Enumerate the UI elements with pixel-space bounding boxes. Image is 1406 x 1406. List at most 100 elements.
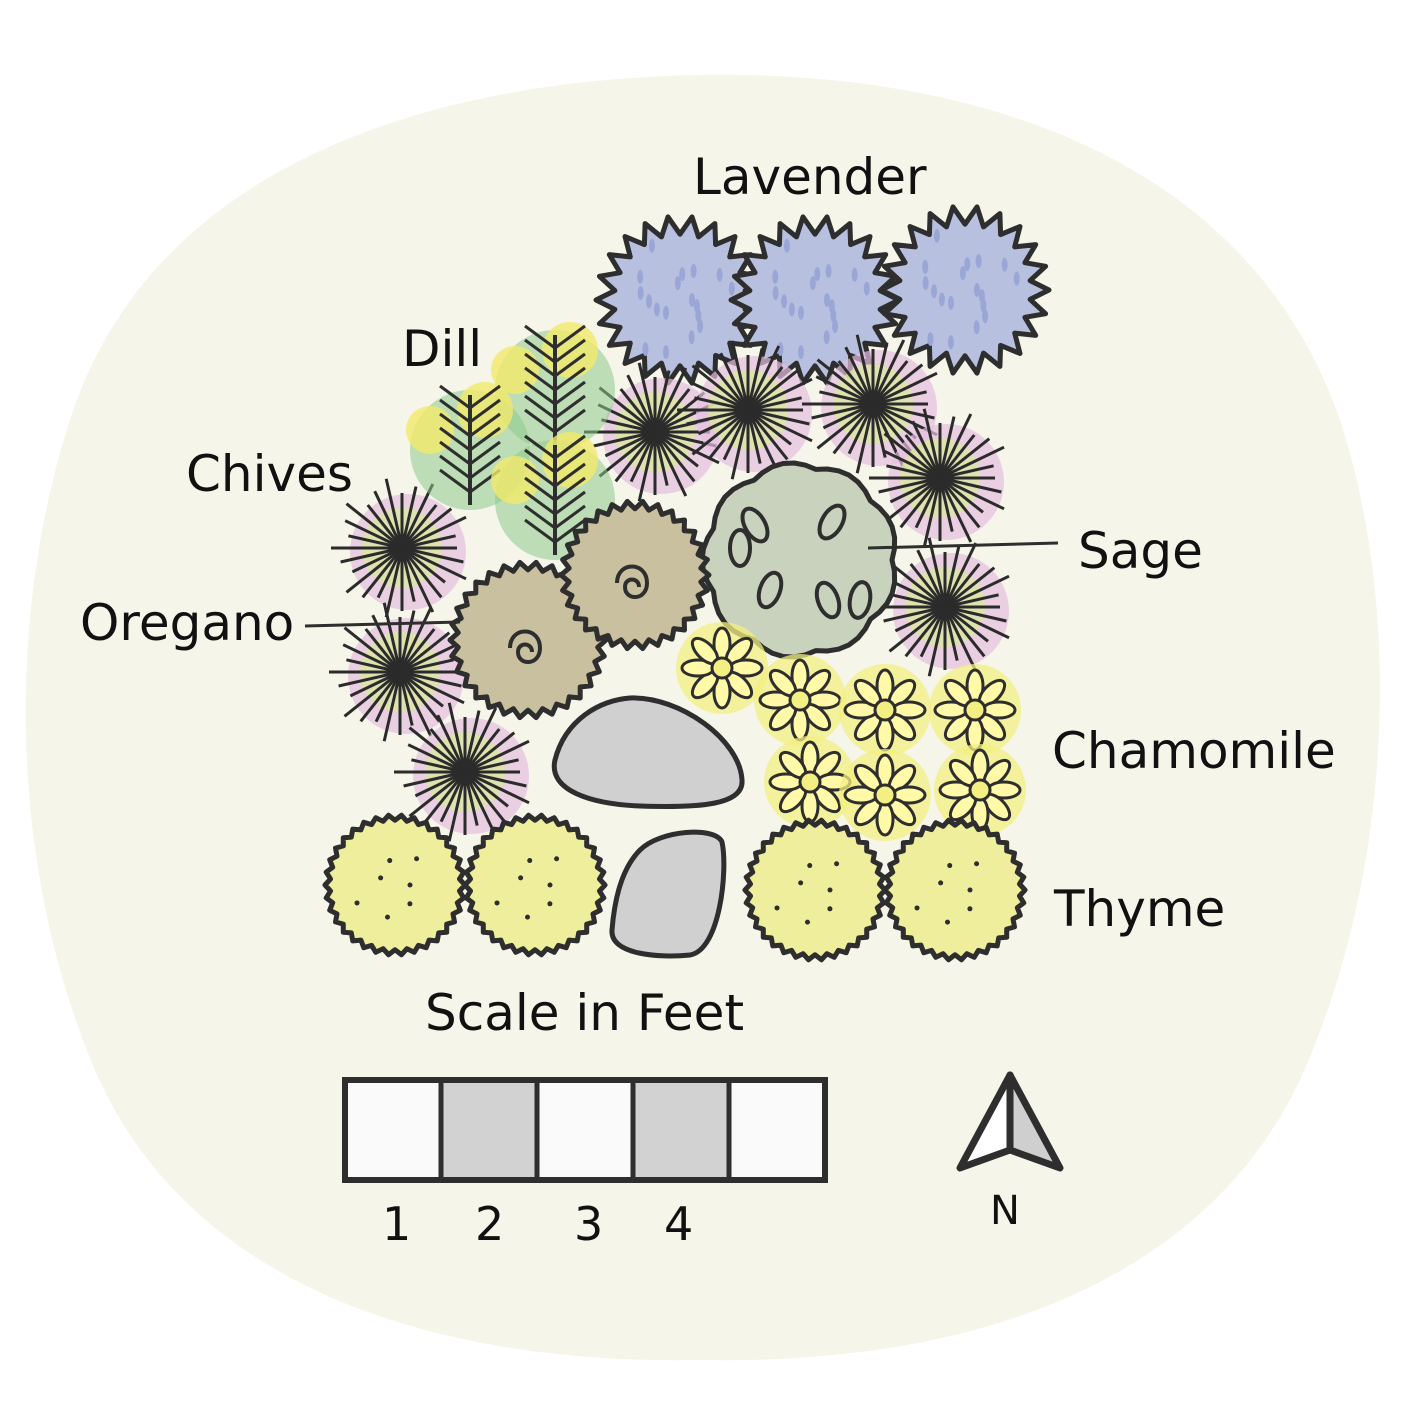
- lavender-dot: [931, 284, 938, 299]
- chives-label: Chives: [186, 445, 353, 503]
- stone: [609, 829, 727, 959]
- lavender-dot: [1013, 271, 1020, 286]
- scale-segment-1: [345, 1080, 441, 1180]
- chamomile-plant: [839, 664, 931, 756]
- scale-segment-2: [441, 1080, 537, 1180]
- lavender-dot: [777, 342, 784, 357]
- stepping-stones: [551, 695, 745, 959]
- lavender-group: [593, 204, 1052, 386]
- lavender-dot: [674, 276, 681, 291]
- scale-tick-1: 1: [382, 1197, 411, 1251]
- thyme-plant: [882, 817, 1028, 963]
- lavender-dot: [964, 257, 971, 272]
- lavender-dot: [662, 345, 669, 360]
- chamomile-plant: [754, 654, 846, 746]
- lavender-dot: [973, 320, 980, 335]
- chives-plant: [584, 362, 720, 502]
- lavender-dot: [728, 281, 735, 296]
- lavender-dot: [772, 286, 779, 301]
- lavender-dot: [688, 330, 695, 345]
- lavender-dot: [772, 269, 779, 284]
- scale-segment-3: [537, 1080, 633, 1180]
- lavender-dot: [982, 309, 989, 324]
- lavender-dot: [851, 267, 858, 282]
- sage-leaf: [740, 506, 770, 544]
- lavender-plant: [593, 214, 767, 386]
- sage-leaf: [728, 528, 752, 568]
- lavender-dot: [947, 335, 954, 350]
- lavender-dot: [646, 294, 653, 309]
- thyme-group: [322, 812, 1028, 963]
- scale-tick-2: 2: [475, 1197, 504, 1251]
- lavender-dot: [823, 330, 830, 345]
- lavender-dot: [933, 228, 940, 243]
- lavender-plant: [878, 204, 1052, 376]
- chamomile-group: [676, 622, 1026, 841]
- scale-bar: [342, 1077, 828, 1183]
- thyme-label: Thyme: [1053, 880, 1225, 938]
- sage-leaf: [756, 570, 784, 610]
- lavender-dot: [947, 295, 954, 310]
- lavender-dot: [825, 264, 832, 279]
- chives-plant: [874, 537, 1010, 677]
- lavender-dot: [809, 276, 816, 291]
- oregano-leader-line: [304, 620, 461, 628]
- sage-leaf: [817, 503, 847, 541]
- compass-label: N: [990, 1188, 1020, 1234]
- thyme-plant: [742, 817, 888, 963]
- lavender-dot: [642, 342, 649, 357]
- lavender-dot: [959, 266, 966, 281]
- chives-group: [329, 334, 1010, 842]
- lavender-dot: [797, 305, 804, 320]
- lavender-dot: [974, 283, 980, 297]
- chamomile-plant: [676, 622, 768, 714]
- scale-frame: [342, 1077, 828, 1183]
- lavender-dot: [922, 276, 929, 291]
- lavender-dot: [689, 293, 695, 307]
- lavender-dot: [679, 267, 686, 282]
- lavender-dot: [690, 264, 697, 279]
- scale-title: Scale in Feet: [425, 984, 744, 1042]
- scale-segment-4: [633, 1080, 729, 1180]
- lavender-dot: [824, 293, 830, 307]
- lavender-dot: [783, 238, 790, 253]
- chamomile-plant: [839, 749, 931, 841]
- lavender-label: Lavender: [693, 148, 927, 206]
- oregano-group: [447, 498, 712, 721]
- lavender-dot: [648, 238, 655, 253]
- chamomile-plant: [929, 664, 1021, 756]
- lavender-dot: [653, 302, 660, 317]
- lavender-dot: [695, 308, 702, 323]
- lavender-dot: [927, 332, 934, 347]
- oregano-label: Oregano: [80, 594, 294, 652]
- lavender-dot: [832, 319, 839, 334]
- lavender-dot: [863, 281, 870, 296]
- scale-segment-5: [729, 1080, 825, 1180]
- compass-arrow-icon: [956, 1071, 1064, 1172]
- chives-plant: [869, 408, 1005, 548]
- sage-label: Sage: [1078, 522, 1203, 580]
- chamomile-label: Chamomile: [1052, 722, 1336, 780]
- dill-plant: [491, 322, 615, 450]
- dill-label: Dill: [402, 320, 482, 378]
- lavender-dot: [975, 254, 982, 269]
- lavender-dot: [637, 286, 644, 301]
- lavender-dot: [788, 302, 795, 317]
- lavender-dot: [814, 267, 821, 282]
- scale-tick-3: 3: [574, 1197, 603, 1251]
- lavender-dot: [938, 292, 945, 307]
- stone: [551, 695, 745, 810]
- thyme-plant: [322, 812, 468, 958]
- sage-leaf: [847, 580, 873, 620]
- lavender-dot: [662, 305, 669, 320]
- scale-tick-4: 4: [664, 1197, 693, 1251]
- background-wash: [25, 74, 1380, 1361]
- lavender-dot: [797, 345, 804, 360]
- chives-plant: [329, 602, 465, 742]
- lavender-dot: [716, 267, 723, 282]
- lavender-dot: [1001, 257, 1008, 272]
- chives-plant: [331, 478, 467, 618]
- chives-plant: [677, 340, 813, 480]
- sage-leader-line: [867, 541, 1059, 550]
